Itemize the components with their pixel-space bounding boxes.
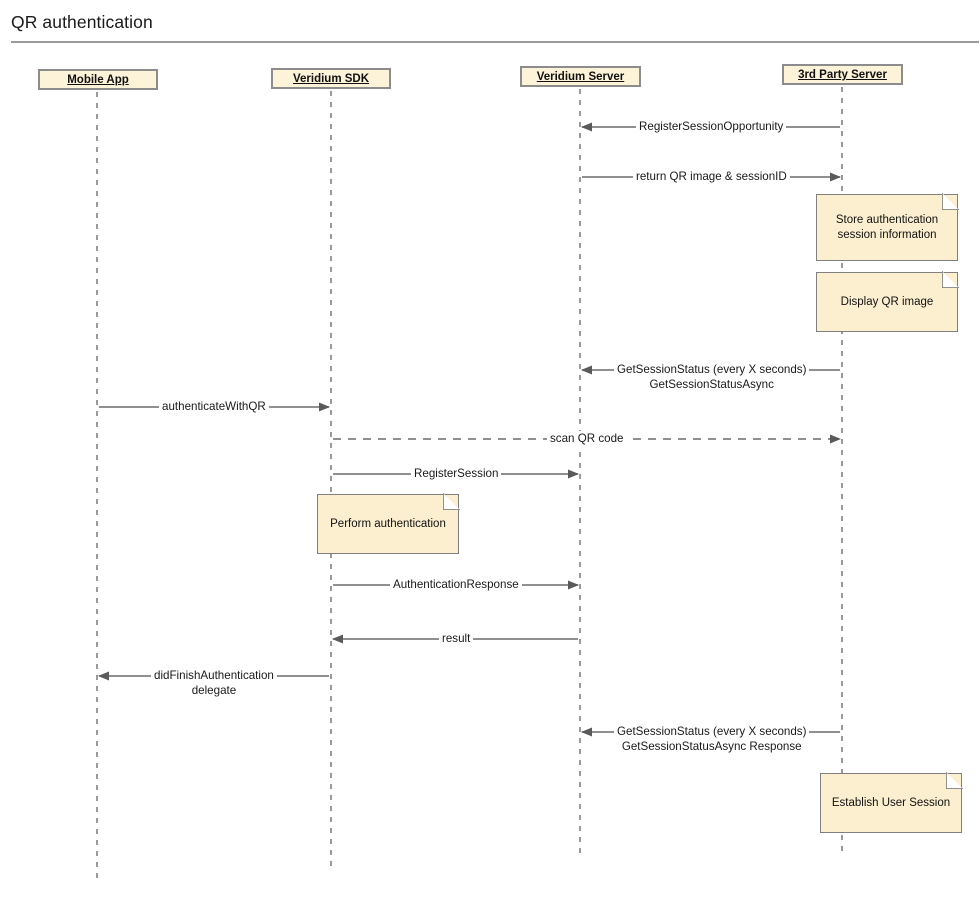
note-display-qr-image: Display QR image xyxy=(816,271,959,332)
message-label-did-finish-authentication-delegate: didFinishAuthentication delegate xyxy=(151,668,277,698)
title-divider xyxy=(11,41,979,43)
note-establish-user-session: Establish User Session xyxy=(820,772,963,833)
participant-label: Mobile App xyxy=(67,74,129,86)
message-label-get-session-status-poll: GetSessionStatus (every X seconds) GetSe… xyxy=(614,362,810,392)
participant-label: 3rd Party Server xyxy=(798,69,887,81)
message-label-return-qr-image-session-id: return QR image & sessionID xyxy=(633,169,790,184)
note-fold-corner-icon xyxy=(946,772,963,789)
participant-head-veridium-server[interactable]: Veridium Server xyxy=(520,66,641,87)
note-fold-corner-icon xyxy=(942,193,959,210)
note-fold-corner-icon xyxy=(443,493,460,510)
note-text: Establish User Session xyxy=(831,796,951,809)
participant-head-mobile-app[interactable]: Mobile App xyxy=(38,69,158,90)
participant-label: Veridium SDK xyxy=(292,73,370,85)
message-label-result: result xyxy=(439,631,474,646)
message-label-get-session-status-response: GetSessionStatus (every X seconds) GetSe… xyxy=(614,724,810,754)
message-label-authentication-response: AuthenticationResponse xyxy=(390,577,522,592)
participant-head-veridium-sdk[interactable]: Veridium SDK xyxy=(271,68,391,89)
message-label-authenticate-with-qr: authenticateWithQR xyxy=(159,399,269,414)
note-text: Store authentication session information xyxy=(835,213,939,241)
lifelines-group xyxy=(96,87,843,882)
note-fold-corner-icon xyxy=(942,271,959,288)
message-label-register-session: RegisterSession xyxy=(411,466,502,481)
message-label-scan-qr-code: scan QR code xyxy=(547,431,627,446)
note-store-authentication-session-information: Store authentication session information xyxy=(816,193,959,261)
note-perform-authentication: Perform authentication xyxy=(317,493,460,554)
participant-label: Veridium Server xyxy=(536,71,625,83)
note-text: Perform authentication xyxy=(330,517,446,530)
participant-head-3rd-party-server[interactable]: 3rd Party Server xyxy=(782,64,903,85)
message-label-register-session-opportunity: RegisterSessionOpportunity xyxy=(636,119,787,134)
note-text: Display QR image xyxy=(840,295,934,308)
page-title: QR authentication xyxy=(11,12,153,32)
